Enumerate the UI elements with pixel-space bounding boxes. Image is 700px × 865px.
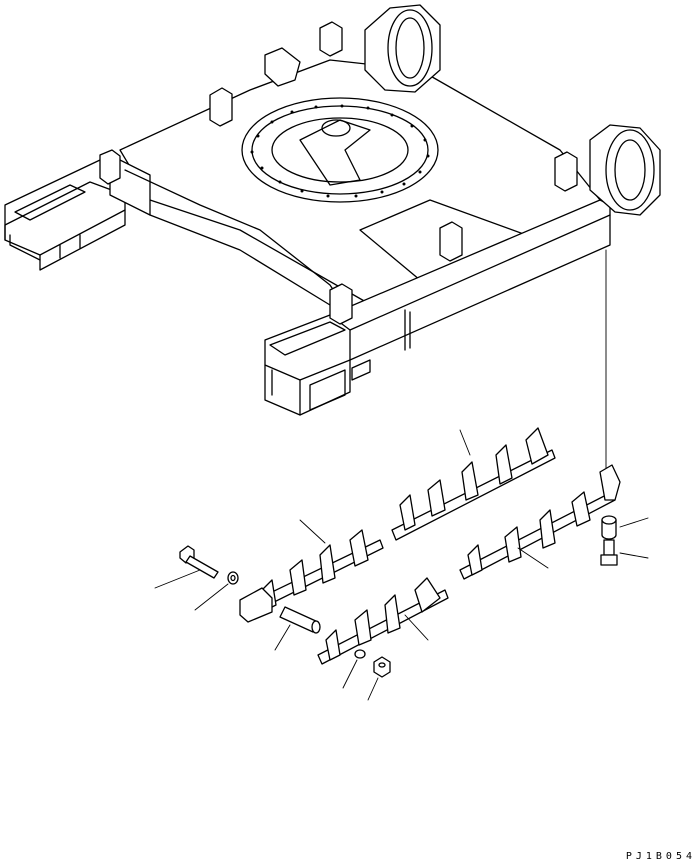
nut [367, 656, 391, 701]
track-frame [4, 4, 661, 416]
swing-circle-bolt-holes [250, 104, 430, 198]
spacer [601, 515, 649, 540]
lower-guard-right [459, 464, 621, 580]
guard-end-block [239, 587, 273, 623]
sprocket-hub-rear [364, 4, 441, 93]
upper-roller-guard [391, 427, 556, 541]
sprocket-hub-front [589, 124, 661, 216]
small-washer [342, 649, 366, 689]
lower-guard-middle [317, 577, 449, 665]
drawing-code: PJ1B054 [625, 851, 696, 862]
rail-brackets [99, 21, 578, 325]
guard-bolt [600, 539, 649, 566]
pipe-spacer [274, 606, 321, 651]
bolt [154, 545, 219, 589]
washer [194, 571, 239, 611]
